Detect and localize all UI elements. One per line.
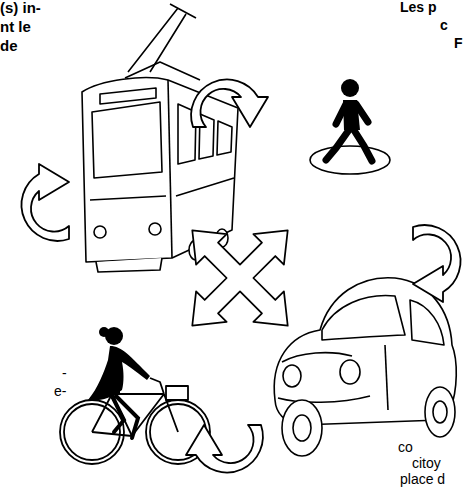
car-hood-lines	[278, 353, 370, 403]
tram-sign	[100, 88, 156, 104]
car-windshield	[322, 296, 405, 340]
curved-arrow	[191, 79, 268, 127]
car-side-window	[410, 300, 444, 345]
pedestrian-drawing	[310, 79, 390, 174]
car-hub	[293, 415, 311, 441]
cyclist-body	[88, 346, 150, 401]
cyclist-hair	[99, 327, 109, 337]
cyclist-silhouette	[88, 327, 150, 401]
car-drawing	[274, 278, 456, 456]
car-headlight	[283, 365, 301, 387]
tram-drawing	[82, 4, 238, 272]
text-fragment: de	[0, 38, 18, 53]
cyclist-legs	[112, 396, 138, 438]
car-headlight	[340, 360, 360, 384]
cycle-arrows	[21, 79, 460, 472]
walker-head	[341, 79, 359, 97]
car-wheel	[425, 387, 455, 437]
tram-edge	[168, 80, 172, 258]
text-fragment: place d	[400, 472, 445, 486]
text-fragment: nt le	[0, 19, 31, 34]
bike-basket	[166, 386, 188, 400]
pantograph	[128, 4, 196, 72]
text-fragment: e-	[54, 384, 66, 398]
curved-arrow	[413, 225, 461, 302]
ground-circle	[310, 146, 390, 174]
curved-arrow	[186, 425, 263, 473]
tram-bumper	[96, 258, 162, 272]
text-fragment: (s) in-	[0, 0, 41, 15]
text-fragment: citoy	[412, 456, 441, 470]
tram-windshield	[92, 102, 162, 178]
car-wheel	[282, 400, 322, 456]
tram-headlight	[94, 226, 106, 238]
tram-headlight	[149, 223, 161, 235]
car-hub	[433, 401, 447, 423]
text-fragment: co	[398, 440, 413, 454]
text-fragment: F	[454, 36, 463, 50]
tram-windows	[178, 104, 232, 164]
text-fragment: Les p	[400, 0, 437, 14]
bicycle-drawing	[60, 327, 210, 464]
tram-stripe	[90, 178, 234, 200]
walker-limbs	[326, 104, 372, 161]
curved-arrow	[21, 164, 69, 241]
car-door-line	[385, 345, 388, 410]
text-fragment: c	[440, 18, 448, 32]
text-fragment: -	[62, 366, 67, 380]
four-way-arrow	[145, 183, 336, 374]
